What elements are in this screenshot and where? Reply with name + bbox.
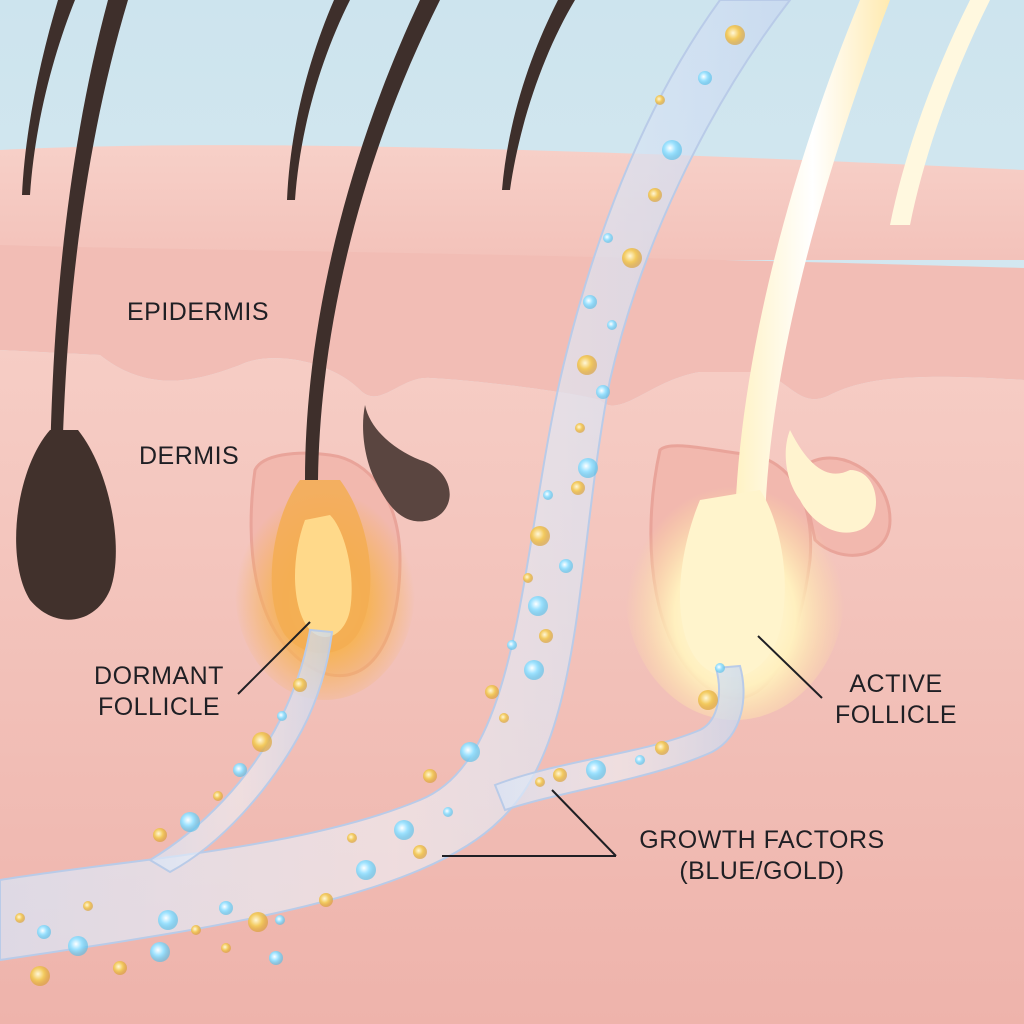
gold-growth-factor-particle xyxy=(539,629,553,643)
blue-growth-factor-particle xyxy=(277,711,287,721)
hair-shaft-dormant xyxy=(305,0,440,480)
sebaceous-gland-active xyxy=(785,430,877,533)
blue-growth-factor-particle xyxy=(607,320,617,330)
blue-growth-factor-particle xyxy=(586,760,606,780)
hair-bulb-left xyxy=(16,430,116,620)
blue-growth-factor-particle xyxy=(158,910,178,930)
vessel-main xyxy=(0,0,792,962)
label-dermis: DERMIS xyxy=(139,442,240,470)
blue-growth-factor-particle xyxy=(662,140,682,160)
label-active-line-1: ACTIVE xyxy=(849,670,943,698)
gold-growth-factor-particle xyxy=(413,845,427,859)
gold-growth-factor-particle xyxy=(553,768,567,782)
leader-line-dormant xyxy=(237,621,311,695)
label-dormant-follicle: DORMANT FOLLICLE xyxy=(86,661,232,723)
label-dormant-line-1: DORMANT xyxy=(94,662,224,690)
gold-growth-factor-particle xyxy=(571,481,585,495)
gold-growth-factor-particle xyxy=(577,355,597,375)
gold-growth-factor-particle xyxy=(153,828,167,842)
label-epidermis: EPIDERMIS xyxy=(127,298,270,326)
label-active-line-2: FOLLICLE xyxy=(834,701,958,729)
blue-growth-factor-particle xyxy=(715,663,725,673)
label-dormant-line-2: FOLLICLE xyxy=(97,693,221,721)
gold-growth-factor-particle xyxy=(113,961,127,975)
label-growth-factors: GROWTH FACTORS (BLUE/GOLD) xyxy=(628,825,896,887)
blue-growth-factor-particle xyxy=(528,596,548,616)
blue-growth-factor-particle xyxy=(443,807,453,817)
gold-growth-factor-particle xyxy=(530,526,550,546)
gold-growth-factor-particle xyxy=(191,925,201,935)
blue-growth-factor-particle xyxy=(543,490,553,500)
gold-growth-factor-particle xyxy=(30,966,50,986)
blue-growth-factor-particle xyxy=(596,385,610,399)
gold-growth-factor-particle xyxy=(213,791,223,801)
hair-shaft-left xyxy=(50,0,128,470)
blue-growth-factor-particle xyxy=(356,860,376,880)
leader-line-growth-2 xyxy=(551,789,617,857)
blue-growth-factor-particle xyxy=(150,942,170,962)
gold-growth-factor-particle xyxy=(523,573,533,583)
blue-growth-factor-particle xyxy=(180,812,200,832)
dormant-follicle-core xyxy=(294,515,352,638)
active-follicle-bulb xyxy=(680,490,785,678)
gold-growth-factor-particle xyxy=(485,685,499,699)
blue-growth-factor-particle xyxy=(698,71,712,85)
blue-growth-factor-particle xyxy=(233,763,247,777)
leader-line-active xyxy=(757,635,823,699)
blue-growth-factor-particle xyxy=(635,755,645,765)
label-growth-line-1: GROWTH FACTORS xyxy=(639,826,885,854)
hair-strand xyxy=(287,0,350,200)
gold-growth-factor-particle xyxy=(347,833,357,843)
blue-growth-factor-particle xyxy=(507,640,517,650)
blue-growth-factor-particle xyxy=(460,742,480,762)
blue-growth-factor-particle xyxy=(37,925,51,939)
gold-growth-factor-particle xyxy=(15,913,25,923)
active-hair-shaft xyxy=(735,0,890,520)
gold-growth-factor-particle xyxy=(725,25,745,45)
glowing-hair-strand xyxy=(890,0,990,225)
hair-strand xyxy=(22,0,75,195)
blue-growth-factor-particle xyxy=(275,915,285,925)
blue-growth-factor-particle xyxy=(603,233,613,243)
gold-growth-factor-particle xyxy=(248,912,268,932)
blue-growth-factor-particle xyxy=(578,458,598,478)
gold-growth-factor-particle xyxy=(698,690,718,710)
gold-growth-factor-particle xyxy=(423,769,437,783)
gold-growth-factor-particle xyxy=(648,188,662,202)
label-active-follicle: ACTIVE FOLLICLE xyxy=(828,669,964,731)
hair-strand xyxy=(502,0,575,190)
sebaceous-gland-dormant xyxy=(363,405,450,522)
gold-growth-factor-particle xyxy=(535,777,545,787)
gold-growth-factor-particle xyxy=(221,943,231,953)
blue-growth-factor-particle xyxy=(269,951,283,965)
blue-growth-factor-particle xyxy=(219,901,233,915)
gold-growth-factor-particle xyxy=(622,248,642,268)
gold-growth-factor-particle xyxy=(83,901,93,911)
gold-growth-factor-particle xyxy=(319,893,333,907)
blue-growth-factor-particle xyxy=(394,820,414,840)
blue-growth-factor-particle xyxy=(583,295,597,309)
gold-growth-factor-particle xyxy=(575,423,585,433)
skin-surface xyxy=(0,145,1024,260)
gold-growth-factor-particle xyxy=(499,713,509,723)
gold-growth-factor-particle xyxy=(655,741,669,755)
blue-growth-factor-particle xyxy=(68,936,88,956)
label-growth-line-2: (BLUE/GOLD) xyxy=(679,857,845,885)
blue-growth-factor-particle xyxy=(524,660,544,680)
blue-growth-factor-particle xyxy=(559,559,573,573)
gold-growth-factor-particle xyxy=(293,678,307,692)
growth-factor-particles xyxy=(15,25,745,986)
gold-growth-factor-particle xyxy=(252,732,272,752)
vessel-branch-dormant xyxy=(148,628,334,874)
gold-growth-factor-particle xyxy=(655,95,665,105)
